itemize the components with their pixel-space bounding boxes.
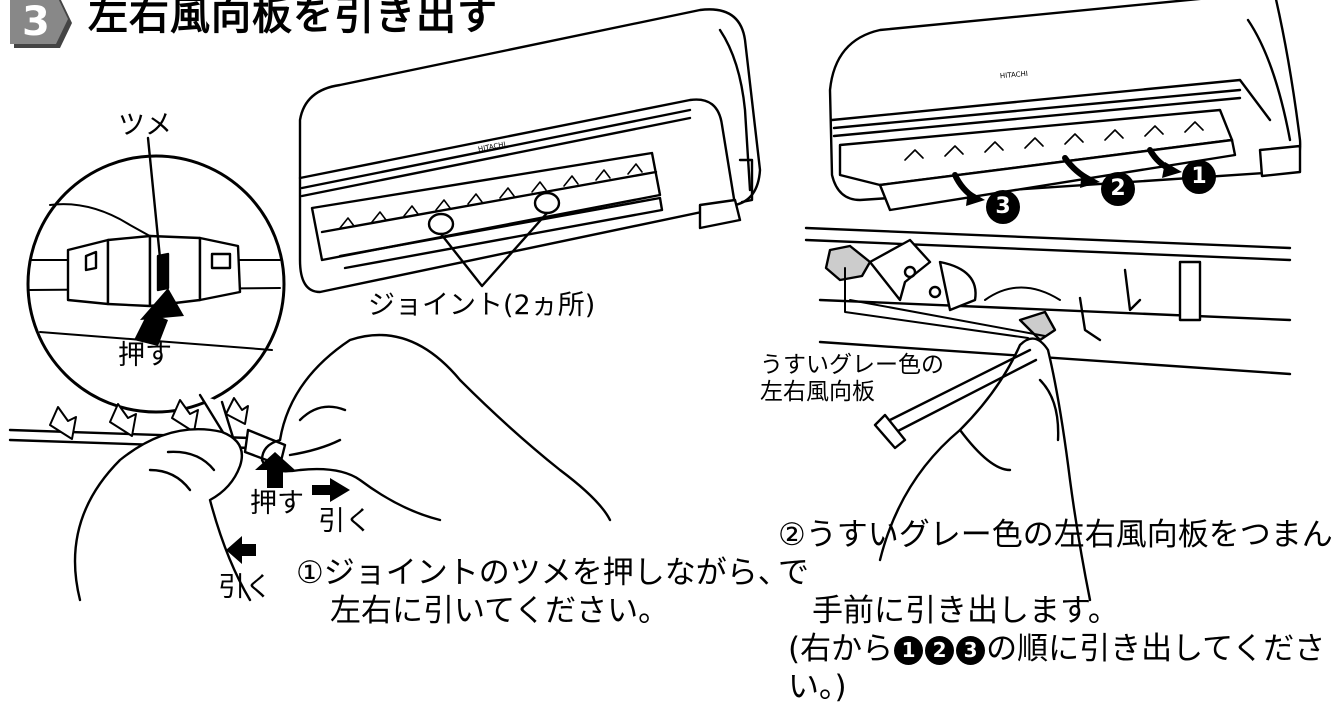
- step2-caption-line2: 手前に引き出します。: [812, 593, 1119, 629]
- order-mark-3: 3: [986, 190, 1020, 224]
- step1-caption-line1: ①ジョイントのツメを押しながら、: [296, 555, 789, 591]
- step-badge: [10, 0, 72, 48]
- order-mark-1: 1: [1182, 160, 1216, 194]
- step2-note-prefix: (右から: [788, 631, 894, 667]
- left-air-conditioner: [298, 8, 762, 294]
- gray-louver-label-line2: 左右風向板: [760, 379, 875, 405]
- tsume-label: ツメ: [118, 110, 172, 141]
- order-mark-2: 2: [1101, 172, 1135, 206]
- joint-label: ジョイント(2ヵ所): [368, 290, 596, 321]
- step-number: 3: [22, 0, 50, 45]
- instruction-illustrations: [8, 0, 1302, 602]
- step1-caption-line2: 左右に引いてください。: [330, 593, 670, 629]
- page-title: 左右風向板を引き出す: [88, 0, 498, 39]
- note-mark-1: 1: [894, 636, 924, 665]
- gray-louver-label: うすいグレー色の 左右風向板: [760, 352, 944, 406]
- step2-caption-line1: ②うすいグレー色の左右風向板をつまんで: [778, 517, 1333, 591]
- push-label-hand: 押す: [250, 488, 304, 519]
- pull-label-right: 引く: [318, 506, 372, 537]
- right-air-conditioner: [828, 0, 1302, 212]
- right-closeup: [804, 226, 1292, 602]
- left-hands-scene: [8, 333, 612, 602]
- note-mark-3: 3: [956, 636, 986, 665]
- note-mark-2: 2: [925, 636, 955, 665]
- step1-caption: ①ジョイントのツメを押しながら、 左右に引いてください。: [296, 554, 789, 630]
- pull-label-left: 引く: [218, 572, 272, 603]
- push-label-zoom: 押す: [118, 340, 172, 371]
- gray-louver-label-line1: うすいグレー色の: [760, 352, 944, 378]
- joint-zoom-circle: [26, 136, 286, 462]
